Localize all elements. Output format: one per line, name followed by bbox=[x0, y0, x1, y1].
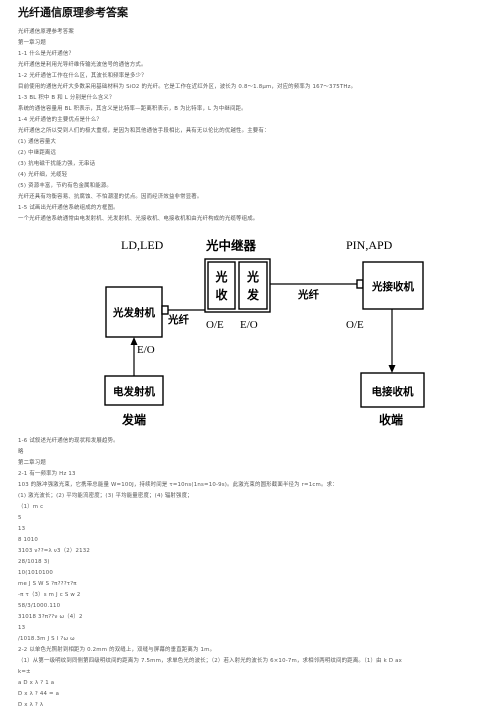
formula-line: （1）m c bbox=[18, 503, 44, 510]
repeater-receiver-box bbox=[207, 261, 236, 310]
electrical-transmitter-box bbox=[104, 375, 164, 406]
repeater-transmitter-label-bottom: 发 bbox=[246, 287, 260, 302]
fiber-label-1: 光纤 bbox=[167, 313, 189, 326]
transmit-end-label: 发端 bbox=[121, 412, 146, 427]
page-title: 光纤通信原理参考答案 bbox=[18, 6, 128, 19]
formula-line: 8 1010 bbox=[18, 536, 39, 543]
question-1-4: 1-4 光纤通信的主要优点是什么？ bbox=[18, 116, 102, 123]
formula-line: k=± bbox=[18, 668, 31, 675]
ld-led-label: LD,LED bbox=[121, 238, 164, 252]
optical-receiver-box bbox=[362, 261, 424, 310]
arrow-head-down bbox=[388, 365, 396, 373]
list-item: (4) 光纤细，光缆轻 bbox=[18, 171, 68, 178]
answer-1-3: 系统的通信容量用 BL 积表示，其含义是比特率—距离积表示，B 为比特率，L 为… bbox=[18, 105, 247, 112]
formula-line: 10(1010100 bbox=[18, 569, 53, 576]
eo-repeater-label: E/O bbox=[240, 319, 258, 331]
formula-line: D x λ ? λ bbox=[18, 701, 44, 708]
oe-receiver-label: O/E bbox=[346, 319, 364, 331]
repeater-transmitter-box bbox=[238, 261, 268, 310]
text-block-chapter-1: 光纤通信原理参考答案 第一章习题 1-1 什么是光纤通信？ 光纤通信是利用光导纤… bbox=[18, 27, 494, 225]
fiber-connector bbox=[161, 305, 169, 315]
system-block-diagram: LD,LED 光中继器 PIN,APD 光发射机 E/O 光纤 光 收 光 发 … bbox=[0, 236, 504, 432]
formula-line: 13 bbox=[18, 525, 26, 532]
list-item: (1) 通信容量大 bbox=[18, 138, 57, 145]
question-1-3: 1-3 BL 积中 B 和 L 分别是什么含义？ bbox=[18, 94, 115, 101]
electrical-transmitter-label: 电发射机 bbox=[113, 385, 155, 398]
formula-line: /1018.3m J S I ?ω ω bbox=[18, 635, 75, 642]
formula-line: 3103 ν??=λ ν3（2）2132 bbox=[18, 547, 90, 554]
question-2-2: 2-2 以单色光照射到相距为 0.2mm 的双缝上，双缝与屏幕的垂直距离为 1m… bbox=[18, 646, 216, 653]
optical-transmitter-label: 光发射机 bbox=[112, 306, 155, 319]
list-item: (2) 中继距离远 bbox=[18, 149, 57, 156]
chapter-heading: 第二章习题 bbox=[18, 459, 46, 466]
question-1-2: 1-2 光纤通信工作在什么区，其波长和频率是多少？ bbox=[18, 72, 147, 79]
answer-1-1: 光纤通信是利用光导纤维传输光波信号的通信方式。 bbox=[18, 61, 147, 68]
answer-1-4-extra: 光纤还具有均衡容易、抗腐蚀、不怕潮湿的优点。因而经济效益非常显著。 bbox=[18, 193, 203, 200]
question-1-6: 1-6 试叙述光纤通信的现状和发展趋势。 bbox=[18, 437, 119, 444]
formula-line: a D x λ ? 1 a bbox=[18, 679, 55, 686]
block-diagram-svg: LD,LED 光中继器 PIN,APD 光发射机 E/O 光纤 光 收 光 发 … bbox=[104, 238, 425, 427]
answer-1-4: 光纤通信之所以受到人们的极大重视，是因为和其他通信手段相比，具有无以伦比的优越性… bbox=[18, 127, 270, 134]
optical-transmitter-box bbox=[105, 286, 163, 338]
repeater-title: 光中继器 bbox=[205, 238, 257, 253]
question-2-2-parts: （1）从第一级明纹到同侧第四级明纹间的距离为 7.5mm，求单色光的波长；（2）… bbox=[18, 657, 403, 664]
electrical-receiver-label: 电接收机 bbox=[372, 385, 414, 398]
formula-line: -π τ（3）s m J c S w 2 bbox=[18, 591, 81, 598]
fiber-label-2: 光纤 bbox=[297, 288, 319, 301]
text-block-chapter-2: 1-6 试叙述光纤通信的现状和发展趋势。 略 第二章习题 2-1 有一频率为 H… bbox=[18, 436, 494, 711]
repeater-receiver-label-top: 光 bbox=[214, 269, 227, 284]
repeater-transmitter-label-top: 光 bbox=[246, 269, 259, 284]
answer-1-2: 目前使用的通信光纤大多数采用基础材料为 SiO2 的光纤。它是工作在近红外区，波… bbox=[18, 83, 357, 90]
question-2-1: 2-1 有一频率为 Hz 13 bbox=[18, 470, 76, 477]
question-1-1: 1-1 什么是光纤通信？ bbox=[18, 50, 75, 57]
question-2-1-cont: 103 的脉冲强激光束，它携带总能量 W=100J，持续时间是 τ=10ns(1… bbox=[18, 481, 338, 488]
subtitle-line: 光纤通信原理参考答案 bbox=[18, 28, 74, 35]
optical-receiver-label: 光接收机 bbox=[371, 280, 414, 293]
pin-apd-label: PIN,APD bbox=[346, 238, 393, 252]
formula-line: 5 bbox=[18, 514, 22, 521]
eo-transmitter-label: E/O bbox=[137, 344, 155, 356]
electrical-receiver-box bbox=[360, 372, 425, 408]
answer-1-6: 略 bbox=[18, 448, 24, 455]
formula-line: D x λ ? 44 = a bbox=[18, 690, 60, 697]
repeater-receiver-label-bottom: 收 bbox=[215, 287, 227, 302]
receive-end-label: 收端 bbox=[379, 412, 403, 427]
formula-line: 31018 3?π??ν ω（4）2 bbox=[18, 613, 83, 620]
formula-line: me J S W S ?π???τ?π bbox=[18, 580, 77, 587]
question-1-5: 1-5 试画出光纤通信系统组成的方框图。 bbox=[18, 204, 119, 211]
list-item: (5) 资源丰富，节约有色金属和能源。 bbox=[18, 182, 113, 189]
oe-repeater-label: O/E bbox=[206, 319, 224, 331]
question-2-1-parts: (1) 激光波长；(2) 平均能流密度；(3) 平均能量密度；(4) 辐射强度； bbox=[18, 492, 193, 499]
formula-line: 58/3/1000.110 bbox=[18, 602, 61, 609]
formula-line: 13 bbox=[18, 624, 26, 631]
arrow-head-up bbox=[130, 337, 138, 345]
fiber-connector bbox=[356, 279, 364, 289]
answer-1-5: 一个光纤通信系统通常由电发射机、光发射机、光接收机、电接收机和由光纤构成的光缆等… bbox=[18, 215, 259, 222]
formula-line: 28/1018 3) bbox=[18, 558, 50, 565]
chapter-heading: 第一章习题 bbox=[18, 39, 46, 46]
list-item: (3) 抗电磁干扰能力强，无串话 bbox=[18, 160, 96, 167]
